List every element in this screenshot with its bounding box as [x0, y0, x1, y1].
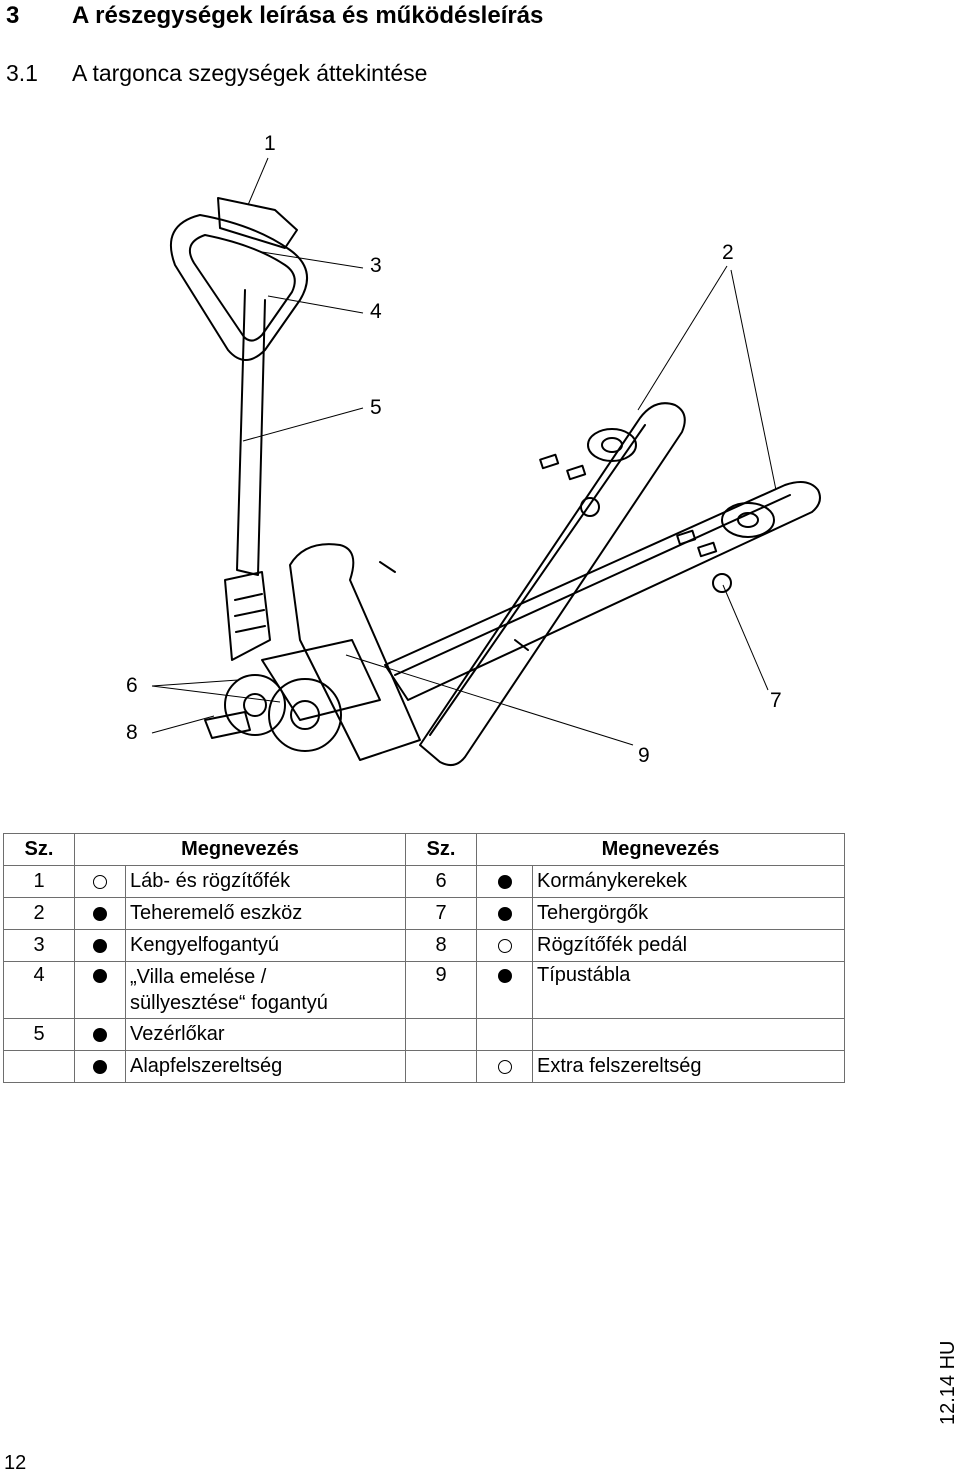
marker-standard [476, 897, 533, 930]
marker-standard [476, 865, 533, 898]
row-no: 5 [3, 1018, 75, 1051]
callout-9: 9 [638, 744, 650, 767]
header-no2: Sz. [405, 833, 477, 866]
document-version: 12.14 HU [937, 1340, 959, 1426]
pallet-truck-drawing: 1 2 3 4 5 6 7 8 9 [126, 132, 821, 767]
component-table: Sz. Megnevezés Sz. Megnevezés 1 Láb- és … [3, 833, 845, 1083]
row-name2: Típustábla [532, 961, 845, 1019]
row-name: Vezérlőkar [125, 1018, 406, 1051]
chapter-number: 3 [6, 2, 20, 29]
callout-1: 1 [264, 132, 276, 155]
row-name2: Tehergörgők [532, 897, 845, 930]
row-no2: 6 [405, 865, 477, 898]
row-no [3, 1050, 75, 1083]
table-header-row: Sz. Megnevezés Sz. Megnevezés [3, 833, 845, 866]
header-no: Sz. [3, 833, 75, 866]
row-name2: Kormánykerekek [532, 865, 845, 898]
marker-optional [476, 1050, 533, 1083]
row-no: 3 [3, 929, 75, 962]
table-row: 2 Teheremelő eszköz 7 Tehergörgők [3, 897, 845, 930]
marker-optional [74, 865, 126, 898]
row-name: Kengyelfogantyú [125, 929, 406, 962]
chapter-heading: 3 A részegységek leírása és működésleírás [6, 2, 543, 30]
row-name-line1: „Villa emelése / [130, 966, 267, 988]
legend-standard-label: Alapfelszereltség [125, 1050, 406, 1083]
marker-standard [74, 1018, 126, 1051]
row-name: Láb- és rögzítőfék [125, 865, 406, 898]
figure-callouts: 1 2 3 4 5 6 7 8 9 [126, 132, 782, 767]
row-name2 [532, 1018, 845, 1051]
row-no2 [405, 1018, 477, 1051]
callout-6: 6 [126, 674, 138, 697]
row-no: 4 [3, 961, 75, 1019]
table-row: 5 Vezérlőkar [3, 1018, 845, 1051]
legend-optional-label: Extra felszereltség [532, 1050, 845, 1083]
marker-standard [74, 929, 126, 962]
table-row: Alapfelszereltség Extra felszereltség [3, 1050, 845, 1083]
callout-5: 5 [370, 396, 382, 419]
callout-7: 7 [770, 689, 782, 712]
callout-3: 3 [370, 254, 382, 277]
row-name2: Rögzítőfék pedál [532, 929, 845, 962]
row-no2: 7 [405, 897, 477, 930]
row-no2: 8 [405, 929, 477, 962]
header-name2: Megnevezés [476, 833, 845, 866]
section-heading: 3.1 A targonca szegységek áttekintése [6, 60, 427, 87]
row-no2 [405, 1050, 477, 1083]
callout-8: 8 [126, 721, 138, 744]
callout-2: 2 [722, 241, 734, 264]
marker-standard [476, 961, 533, 1019]
row-no: 2 [3, 897, 75, 930]
row-name: Teheremelő eszköz [125, 897, 406, 930]
row-no2: 9 [405, 961, 477, 1019]
table-row: 3 Kengyelfogantyú 8 Rögzítőfék pedál [3, 929, 845, 962]
table-row: 4 „Villa emelése / süllyesztése“ fogantyú… [3, 961, 845, 1019]
table-row: 1 Láb- és rögzítőfék 6 Kormánykerekek [3, 865, 845, 898]
header-name: Megnevezés [74, 833, 406, 866]
marker-empty [476, 1018, 533, 1051]
row-name-line2: süllyesztése“ fogantyú [130, 992, 328, 1014]
marker-standard [74, 897, 126, 930]
marker-standard [74, 1050, 126, 1083]
page-number: 12 [4, 1452, 27, 1474]
section-title: A targonca szegységek áttekintése [72, 60, 428, 86]
section-number: 3.1 [6, 60, 38, 86]
row-no: 1 [3, 865, 75, 898]
marker-optional [476, 929, 533, 962]
chapter-title: A részegységek leírása és működésleírás [72, 2, 544, 29]
marker-standard [74, 961, 126, 1019]
row-name: „Villa emelése / süllyesztése“ fogantyú [125, 961, 406, 1019]
callout-4: 4 [370, 300, 382, 323]
